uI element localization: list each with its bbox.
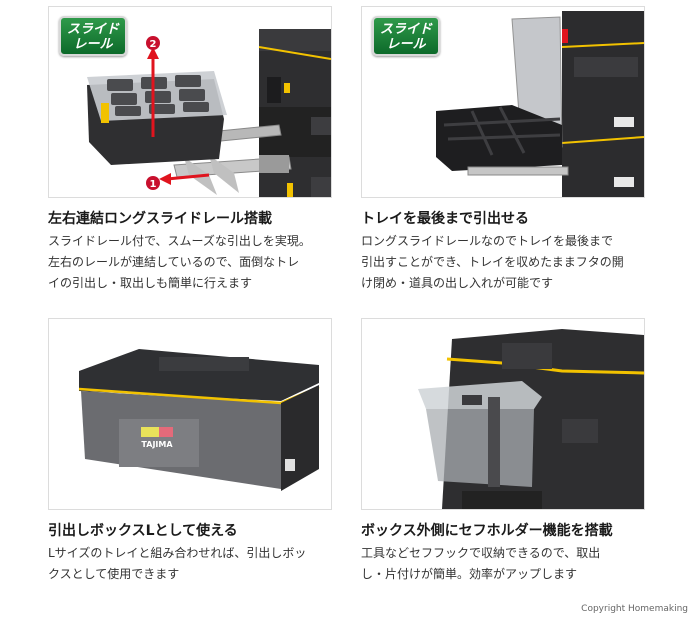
product-image-slide-rail: 2 1 スライドレール [48, 6, 332, 198]
feature-description: Lサイズのトレイと組み合わせれば、引出しボッ クスとして使用できます [48, 546, 307, 581]
feature-title: 左右連結ロングスライドレール搭載 [48, 211, 272, 227]
product-image-side-holder [361, 318, 645, 510]
copyright-notice: Copyright Homemaking [581, 604, 688, 614]
svg-text:TAJIMA: TAJIMA [141, 440, 173, 449]
slide-rail-badge: スライドレール [372, 16, 440, 56]
product-image-drawer-box: TAJIMA [48, 318, 332, 510]
feature-card-full-extension: スライドレール トレイを最後まで引出せる ロングスライドレールなのでトレイを最後… [361, 6, 645, 294]
feature-card-slide-rail: 2 1 スライドレール 左右連結ロングスライドレール搭載 スライドレール付で、ス… [48, 6, 332, 294]
feature-description: ロングスライドレールなのでトレイを最後まで 引出すことができ、トレイを収めたまま… [361, 234, 624, 290]
feature-card-side-holder: ボックス外側にセフホルダー機能を搭載 工具などセフフックで収納できるので、取出 … [361, 318, 645, 585]
svg-text:1: 1 [150, 179, 157, 190]
feature-title: 引出しボックスLとして使える [48, 523, 238, 539]
product-image-full-extension: スライドレール [361, 6, 645, 198]
feature-description: スライドレール付で、スムーズな引出しを実現。 左右のレールが連結しているので、面… [48, 234, 311, 290]
feature-title: ボックス外側にセフホルダー機能を搭載 [361, 523, 613, 539]
slide-rail-badge: スライドレール [59, 16, 127, 56]
feature-card-drawer-box: TAJIMA 引出しボックスLとして使える Lサイズのトレイと組み合わせれば、引… [48, 318, 332, 585]
svg-text:2: 2 [150, 39, 157, 50]
feature-title: トレイを最後まで引出せる [361, 211, 529, 227]
feature-description: 工具などセフフックで収納できるので、取出 し・片付けが簡単。効率がアップします [361, 546, 601, 581]
